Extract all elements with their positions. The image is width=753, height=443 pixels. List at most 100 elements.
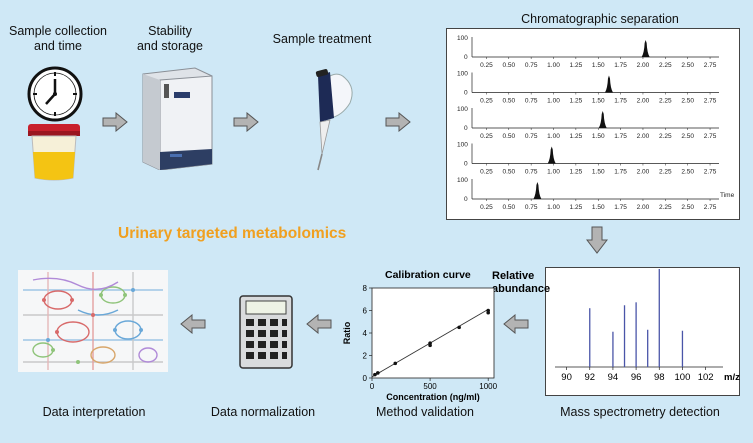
cal-point (457, 325, 461, 330)
label-method-validation: Method validation (376, 405, 474, 419)
chrom-y-zero: 0 (464, 196, 468, 203)
chromatogram-plot: 100 0 0.25 0.50 0.75 1.00 1.25 1.50 1.75 2.00 2.25… (457, 35, 735, 211)
chrom-tick-label: 0.50 (502, 62, 515, 69)
arrow-down-icon (586, 226, 608, 254)
cal-point (428, 341, 432, 345)
cal-point (393, 361, 398, 366)
chrom-tick-label: 2.00 (637, 133, 650, 140)
cal-y-tick-label: 0 (363, 374, 368, 383)
ms-x-tick-label: 90 (561, 372, 572, 383)
chrom-tick-label: 2.00 (637, 98, 650, 105)
chrom-tick-label: 0.25 (480, 62, 493, 69)
cal-y-tick-label: 8 (363, 284, 368, 293)
chrom-tick-label: 2.75 (704, 204, 717, 211)
ms-x-tick-label: 100 (675, 372, 691, 383)
chrom-tick-label: 2.25 (659, 204, 672, 211)
ms-x-tick-label: 94 (608, 372, 619, 383)
chrom-tick-label: 0.75 (525, 98, 538, 105)
chrom-tick-label: 0.25 (480, 133, 493, 140)
chrom-y-zero: 0 (464, 54, 468, 61)
ms-x-tick-label: 98 (654, 372, 665, 383)
arrow-right-icon (102, 112, 128, 132)
label-sample-collection: Sample collection and time (9, 24, 107, 53)
chrom-y-label: 100 (457, 35, 468, 42)
chrom-tick-label: 0.50 (502, 98, 515, 105)
chrom-tick-label: 1.75 (614, 169, 627, 176)
chrom-tick-label: 0.75 (525, 169, 538, 176)
chrom-tick-label: 1.00 (547, 133, 560, 140)
arrow-left-icon (306, 314, 332, 334)
ms-x-axis-label: m/z (724, 372, 740, 383)
chrom-tick-label: 1.00 (547, 62, 560, 69)
chrom-tick-label: 1.00 (547, 169, 560, 176)
chrom-tick-label: 1.75 (614, 204, 627, 211)
freezer-icon (142, 67, 213, 170)
mass-spectrum-panel (545, 267, 740, 396)
center-title: Urinary targeted metabolomics (118, 225, 347, 242)
label-data-normalization: Data normalization (210, 405, 316, 419)
chrom-tick-label: 0.75 (525, 62, 538, 69)
chrom-peak (604, 75, 613, 93)
chrom-tick-label: 0.25 (480, 204, 493, 211)
cal-point (373, 372, 377, 377)
chrom-tick-label: 2.50 (681, 133, 694, 140)
ms-x-tick-label: 92 (584, 372, 595, 383)
calibration-title: Calibration curve (385, 269, 471, 281)
chrom-tick-label: 0.75 (525, 204, 538, 211)
chrom-tick-label: 2.25 (659, 98, 672, 105)
calculator-icon (239, 295, 293, 369)
chrom-tick-label: 0.50 (502, 133, 515, 140)
chrom-peak (547, 146, 556, 164)
label-data-interpretation: Data interpretation (42, 405, 146, 419)
chrom-tick-label: 1.25 (570, 62, 583, 69)
chrom-tick-label: 2.50 (681, 62, 694, 69)
cal-x-axis-label: Concentration (ng/ml) (386, 392, 480, 402)
pipette-icon (315, 68, 353, 171)
arrow-right-icon (385, 112, 411, 132)
cal-point (486, 308, 490, 313)
chrom-tick-label: 1.50 (592, 98, 605, 105)
cal-x-tick-label: 0 (370, 382, 375, 391)
chrom-y-zero: 0 (464, 90, 468, 97)
chrom-tick-label: 0.50 (502, 169, 515, 176)
ms-x-tick-label: 96 (631, 372, 642, 383)
chrom-y-zero: 0 (464, 125, 468, 132)
chrom-tick-label: 1.25 (570, 169, 583, 176)
chrom-tick-label: 2.75 (704, 62, 717, 69)
chrom-tick-label: 2.25 (659, 169, 672, 176)
chrom-tick-label: 1.75 (614, 133, 627, 140)
arrow-left-icon (503, 314, 529, 334)
chrom-tick-label: 1.75 (614, 62, 627, 69)
chrom-tick-label: 1.50 (592, 204, 605, 211)
cal-y-tick-label: 6 (363, 307, 368, 316)
chrom-y-label: 100 (457, 177, 468, 184)
chrom-tick-label: 0.75 (525, 133, 538, 140)
chrom-tick-label: 2.50 (681, 204, 694, 211)
chrom-tick-label: 0.25 (480, 169, 493, 176)
cal-y-tick-label: 4 (363, 329, 368, 338)
chrom-peak (533, 182, 542, 199)
cal-y-tick-label: 2 (363, 352, 368, 361)
chrom-tick-label: 1.00 (547, 204, 560, 211)
ms-ylabel: Relative abundance (492, 270, 551, 295)
chrom-tick-label: 1.50 (592, 169, 605, 176)
metabolic-network-icon (18, 270, 168, 372)
chrom-y-zero: 0 (464, 161, 468, 168)
chrom-tick-label: 2.75 (704, 133, 717, 140)
clock-icon (27, 66, 83, 122)
chrom-tick-label: 1.25 (570, 133, 583, 140)
chrom-tick-label: 1.75 (614, 98, 627, 105)
chrom-tick-label: 1.25 (570, 98, 583, 105)
chrom-tick-label: 2.50 (681, 98, 694, 105)
chrom-tick-label: 1.50 (592, 62, 605, 69)
chrom-tick-label: 1.25 (570, 204, 583, 211)
chrom-tick-label: 0.25 (480, 98, 493, 105)
chrom-tick-label: 2.25 (659, 133, 672, 140)
label-stability-storage: Stability and storage (136, 24, 204, 53)
chrom-tick-label: 2.00 (637, 169, 650, 176)
cal-y-axis-label: Ratio (342, 321, 352, 344)
chrom-tick-label: 2.75 (704, 98, 717, 105)
